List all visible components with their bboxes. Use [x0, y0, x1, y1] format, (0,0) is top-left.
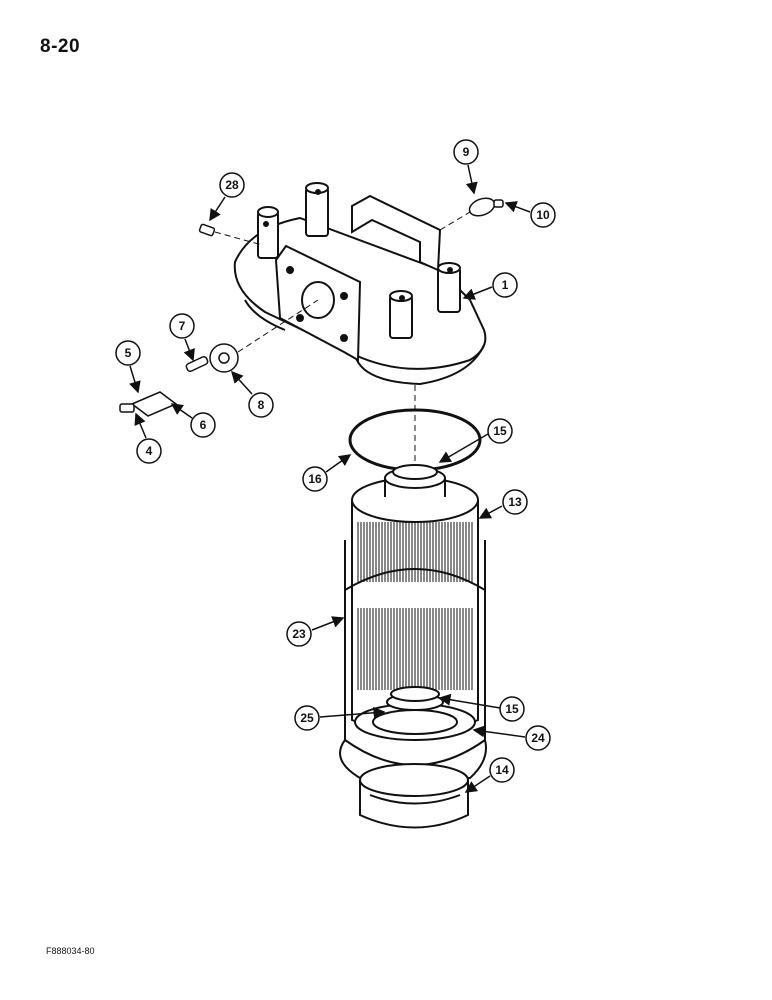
- plug-axis-line: [214, 231, 263, 246]
- callout-13: 13: [478, 489, 528, 519]
- callout-6: 6: [170, 403, 216, 438]
- svg-text:8: 8: [258, 398, 265, 412]
- callout-1: 1: [462, 272, 518, 300]
- svg-text:13: 13: [508, 495, 522, 509]
- svg-text:15: 15: [505, 702, 519, 716]
- svg-text:6: 6: [200, 418, 207, 432]
- callout-28: 28: [209, 172, 245, 222]
- svg-text:16: 16: [308, 472, 322, 486]
- filter-head-housing: [233, 182, 487, 386]
- svg-text:14: 14: [495, 763, 509, 777]
- seal-axis-line: [439, 211, 471, 231]
- page-number: 8-20: [40, 36, 81, 57]
- callout-25: 25: [294, 705, 386, 731]
- callout-24: 24: [472, 725, 551, 751]
- callout-4: 4: [134, 412, 162, 464]
- filter-pleats: [357, 522, 473, 690]
- svg-text:9: 9: [463, 145, 470, 159]
- callout-5: 5: [115, 340, 141, 394]
- callout-15-lower: 15: [438, 693, 525, 722]
- svg-text:24: 24: [531, 731, 545, 745]
- callout-15-upper: 15: [438, 418, 513, 463]
- callout-10: 10: [504, 201, 556, 228]
- relief-valve-parts: [119, 223, 239, 417]
- svg-text:28: 28: [225, 178, 239, 192]
- svg-text:7: 7: [179, 319, 186, 333]
- svg-text:23: 23: [292, 627, 306, 641]
- callout-16: 16: [302, 454, 352, 492]
- svg-text:1: 1: [502, 278, 509, 292]
- svg-text:10: 10: [536, 208, 550, 222]
- svg-text:25: 25: [300, 711, 314, 725]
- callout-23: 23: [286, 616, 345, 647]
- callout-7: 7: [169, 313, 195, 362]
- drain-base: [359, 763, 469, 829]
- figure-reference: F888034-80: [46, 946, 95, 956]
- valve-axis-line: [237, 299, 319, 353]
- svg-text:15: 15: [493, 424, 507, 438]
- svg-text:4: 4: [146, 444, 153, 458]
- callout-8: 8: [230, 370, 274, 418]
- plug-and-seal: [468, 197, 504, 217]
- svg-text:5: 5: [125, 346, 132, 360]
- callout-14: 14: [464, 757, 515, 793]
- callout-9: 9: [453, 139, 479, 195]
